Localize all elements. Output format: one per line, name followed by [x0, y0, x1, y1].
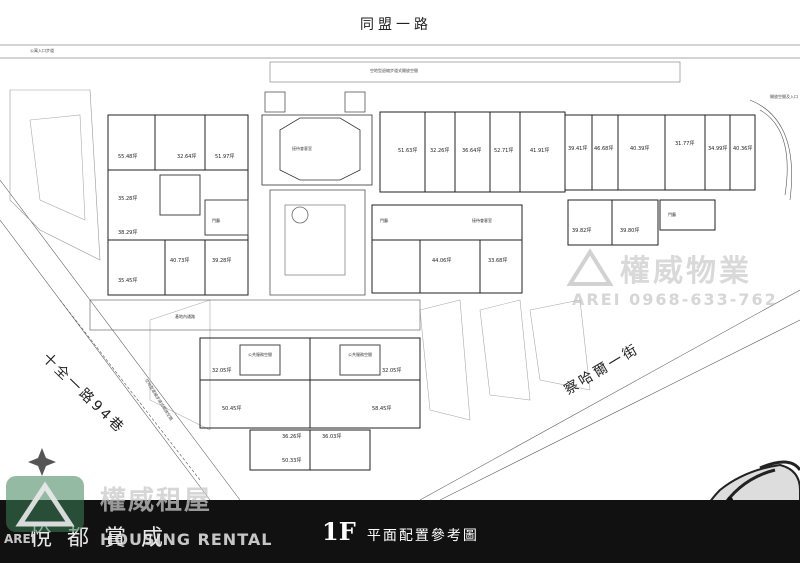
unit-area-label: 39.41坪	[568, 145, 587, 152]
unit-area-label: 31.77坪	[675, 140, 694, 147]
left-walkway-note: 公寓入口步道	[30, 47, 54, 53]
rental-watermark: 權威租屋 AREI HOUSING RENTAL	[0, 476, 280, 556]
unit-area-label: 36.03坪	[322, 433, 341, 440]
room-label: 公共服務空間	[248, 351, 272, 357]
realty-watermark: 權威物業 AREI 0968-633-762	[566, 246, 796, 316]
unit-area-label: 51.97坪	[215, 153, 234, 160]
plan-title-floor: 1F	[322, 517, 356, 546]
room-label: 公共服務空間	[348, 351, 372, 357]
unit-area-label: 35.28坪	[118, 195, 137, 202]
unit-area-label: 36.64坪	[462, 147, 481, 154]
unit-area-label: 32.64坪	[177, 153, 196, 160]
unit-area-label: 32.05坪	[212, 367, 231, 374]
unit-area-label: 44.06坪	[432, 257, 451, 264]
rental-watermark-name: 權威租屋	[100, 480, 212, 517]
unit-area-label: 51.63坪	[398, 147, 417, 154]
unit-area-label: 50.45坪	[222, 405, 241, 412]
room-label: 門廳	[380, 217, 388, 223]
unit-area-label: 39.82坪	[572, 227, 591, 234]
right-open-space-note: 開放空間及入口	[770, 93, 798, 99]
unit-area-label: 40.36坪	[733, 145, 752, 152]
unit-area-label: 32.26坪	[430, 147, 449, 154]
base-road-label: 基地內通路	[175, 313, 195, 319]
unit-area-label: 58.45坪	[372, 405, 391, 412]
unit-area-label: 52.71坪	[494, 147, 513, 154]
compass-icon	[28, 448, 56, 476]
plan-title-label: 平面配置參考圖	[367, 528, 479, 544]
left-diagonal-note: 空地型退縮步道式開放空間	[144, 377, 175, 421]
realty-watermark-phone: AREI 0968-633-762	[572, 290, 778, 309]
room-label: 接待會客室	[472, 217, 492, 223]
top-walkway-note: 空地型退縮步道式開放空間	[370, 67, 418, 73]
unit-area-label: 32.05坪	[382, 367, 401, 374]
unit-area-label: 34.99坪	[708, 145, 727, 152]
unit-area-label: 36.26坪	[282, 433, 301, 440]
realty-logo-icon	[566, 248, 616, 288]
realty-watermark-name: 權威物業	[620, 246, 752, 290]
unit-area-label: 55.48坪	[118, 153, 137, 160]
rental-watermark-sub: HOUSING RENTAL	[100, 530, 272, 549]
unit-area-label: 39.80坪	[620, 227, 639, 234]
unit-area-label: 50.33坪	[282, 457, 301, 464]
unit-area-label: 33.68坪	[488, 257, 507, 264]
unit-area-label: 39.28坪	[212, 257, 231, 264]
unit-area-label: 40.39坪	[630, 145, 649, 152]
unit-area-label: 35.45坪	[118, 277, 137, 284]
room-label: 門廳	[668, 211, 676, 217]
room-label: 門廳	[212, 217, 220, 223]
unit-area-label: 46.68坪	[594, 145, 613, 152]
unit-area-label: 38.29坪	[118, 229, 137, 236]
rental-logo-icon	[6, 476, 96, 534]
room-label: 接待會客室	[292, 145, 312, 151]
unit-area-label: 40.73坪	[170, 257, 189, 264]
unit-area-label: 41.91坪	[530, 147, 549, 154]
rental-watermark-brand: AREI	[4, 532, 35, 546]
plan-title: 1F 平面配置參考圖	[322, 517, 479, 546]
road-label-top: 同盟一路	[360, 14, 432, 34]
